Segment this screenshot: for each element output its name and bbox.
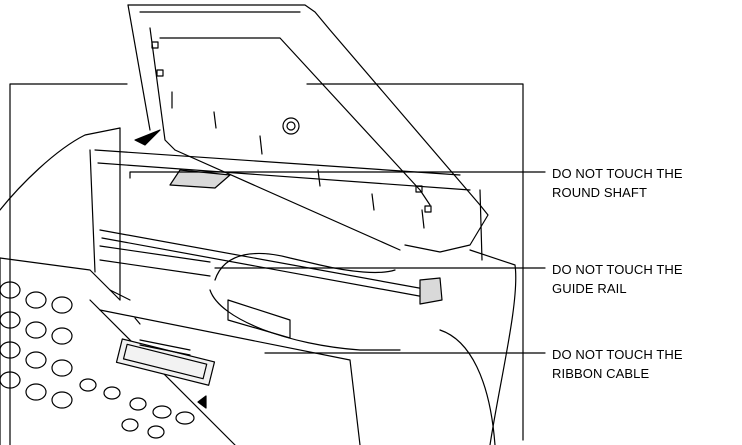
callout-line-2: RIBBON CABLE xyxy=(552,366,650,381)
machine-body xyxy=(0,127,517,445)
keypad xyxy=(0,281,207,439)
callout-ribbon-cable: DO NOT TOUCH THE RIBBON CABLE xyxy=(552,345,683,383)
callout-line-1: DO NOT TOUCH THE xyxy=(552,166,683,181)
callout-line-1: DO NOT TOUCH THE xyxy=(552,347,683,362)
callout-line-2: ROUND SHAFT xyxy=(552,185,647,200)
frame-bracket xyxy=(9,83,524,445)
callout-line-1: DO NOT TOUCH THE xyxy=(552,262,683,277)
callout-guide-rail: DO NOT TOUCH THE GUIDE RAIL xyxy=(552,260,683,298)
callout-line-2: GUIDE RAIL xyxy=(552,281,627,296)
callout-round-shaft: DO NOT TOUCH THE ROUND SHAFT xyxy=(552,164,683,202)
open-cover xyxy=(127,4,489,253)
control-panel xyxy=(0,257,361,445)
leader-lines xyxy=(129,171,546,354)
